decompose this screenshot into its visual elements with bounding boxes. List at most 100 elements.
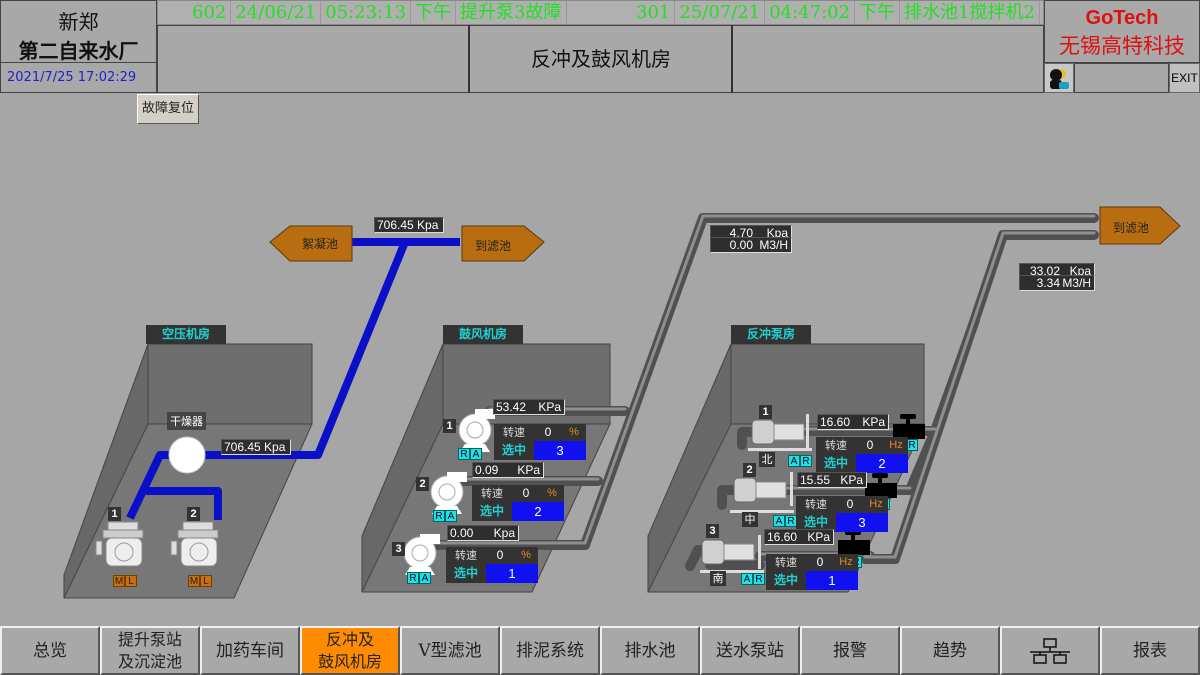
backwash-pump-1 (748, 414, 812, 451)
plant-name: 新郑 第二自来水厂 (0, 0, 157, 63)
mode-a: A (470, 448, 482, 460)
speed-label: 转速 (494, 424, 534, 441)
exit-button[interactable]: EXIT (1169, 63, 1200, 93)
alarm-time: 04:47:02 (765, 1, 856, 24)
nav-network[interactable] (1000, 626, 1100, 675)
pump-2-number: 2 (743, 463, 756, 477)
filter-arrow-label-right: 到滤池 (1112, 221, 1149, 235)
company-logo: GoTech 无锡高特科技 (1044, 0, 1200, 63)
mode-r: R (407, 572, 419, 584)
speed-label: 转速 (796, 496, 836, 513)
nav-item-label: 趋势 (933, 640, 967, 661)
selected-value[interactable]: 3 (836, 513, 888, 532)
nav-item[interactable]: 报表 (1100, 626, 1200, 675)
nav-item[interactable]: 送水泵站 (700, 626, 800, 675)
nav-item[interactable]: 趋势 (900, 626, 1000, 675)
compressor-room-title: 空压机房 (146, 325, 226, 344)
nav-item[interactable]: 报警 (800, 626, 900, 675)
user-login-button[interactable] (1044, 63, 1074, 93)
pump-3-position: 南 (710, 571, 726, 586)
alarm-text: 排水池1搅拌机2 (900, 1, 1040, 24)
alarm-ampm: 下午 (855, 1, 901, 24)
speed-value: 0 (836, 496, 864, 513)
backwash-pump-3 (700, 535, 764, 573)
nav-item[interactable]: 排泥系统 (500, 626, 600, 675)
speed-value: 0 (806, 554, 834, 571)
selected-value[interactable]: 2 (856, 454, 908, 473)
nav-item[interactable]: 排水池 (600, 626, 700, 675)
selected-value[interactable]: 1 (486, 564, 538, 583)
compressor-2 (170, 521, 219, 567)
compressor-2-number: 2 (187, 507, 200, 521)
mode-r: R (753, 573, 765, 585)
selected-value[interactable]: 2 (512, 502, 564, 521)
nav-item[interactable]: V型滤池 (400, 626, 500, 675)
dryer-tank (168, 436, 206, 474)
backwash-pump-2 (730, 472, 794, 513)
valve-2 (865, 473, 897, 498)
speed-unit: Hz (864, 496, 888, 513)
speed-label: 转速 (472, 485, 512, 502)
arrow-to-flocculation (269, 225, 353, 262)
nav-item[interactable]: 反冲及 鼓风机房 (300, 626, 400, 675)
title-divider (468, 25, 470, 93)
mode-a: A (741, 573, 753, 585)
select-label: 选中 (446, 564, 486, 583)
backwash-room-title: 反冲泵房 (731, 325, 811, 344)
alarm-date: 24/06/21 (231, 1, 322, 24)
speed-value: 0 (856, 437, 884, 454)
dryer-label: 干燥器 (167, 412, 206, 430)
mode-a: A (445, 510, 457, 522)
speed-unit: % (540, 485, 564, 502)
speed-value: 0 (512, 485, 540, 502)
mode-r: R (458, 448, 470, 460)
brand-name: GoTech (1085, 7, 1159, 29)
nav-item-label: 排水池 (624, 640, 676, 661)
nav-item-label: 加药车间 (216, 640, 284, 661)
mode-l: L (200, 575, 212, 587)
filter-arrow-label: 到滤池 (474, 239, 511, 253)
mode-a: A (773, 515, 785, 527)
fault-reset-button[interactable]: 故障复位 (137, 94, 199, 124)
alarm-date: 25/07/21 (675, 1, 766, 24)
select-label: 选中 (796, 513, 836, 532)
nav-item[interactable]: 加药车间 (200, 626, 300, 675)
blower-1-number: 1 (443, 419, 456, 433)
nav-item-label: 报表 (1133, 640, 1167, 661)
mode-a: A (419, 572, 431, 584)
pump-1-position: 北 (759, 452, 775, 467)
speed-label: 转速 (816, 437, 856, 454)
select-label: 选中 (472, 502, 512, 521)
nav-item[interactable]: 总览 (0, 626, 100, 675)
flocculation-arrow-label: 絮凝池 (301, 237, 338, 251)
speed-unit: % (562, 424, 586, 441)
valve-1 (893, 414, 925, 439)
top-air-pressure: 706.45 Kpa (374, 217, 444, 233)
pump-3-number: 3 (706, 524, 719, 538)
blower-room-title: 鼓风机房 (443, 325, 523, 344)
selected-value[interactable]: 3 (534, 441, 586, 460)
nav-item[interactable]: 提升泵站 及沉淀池 (100, 626, 200, 675)
selected-value[interactable]: 1 (806, 571, 858, 590)
